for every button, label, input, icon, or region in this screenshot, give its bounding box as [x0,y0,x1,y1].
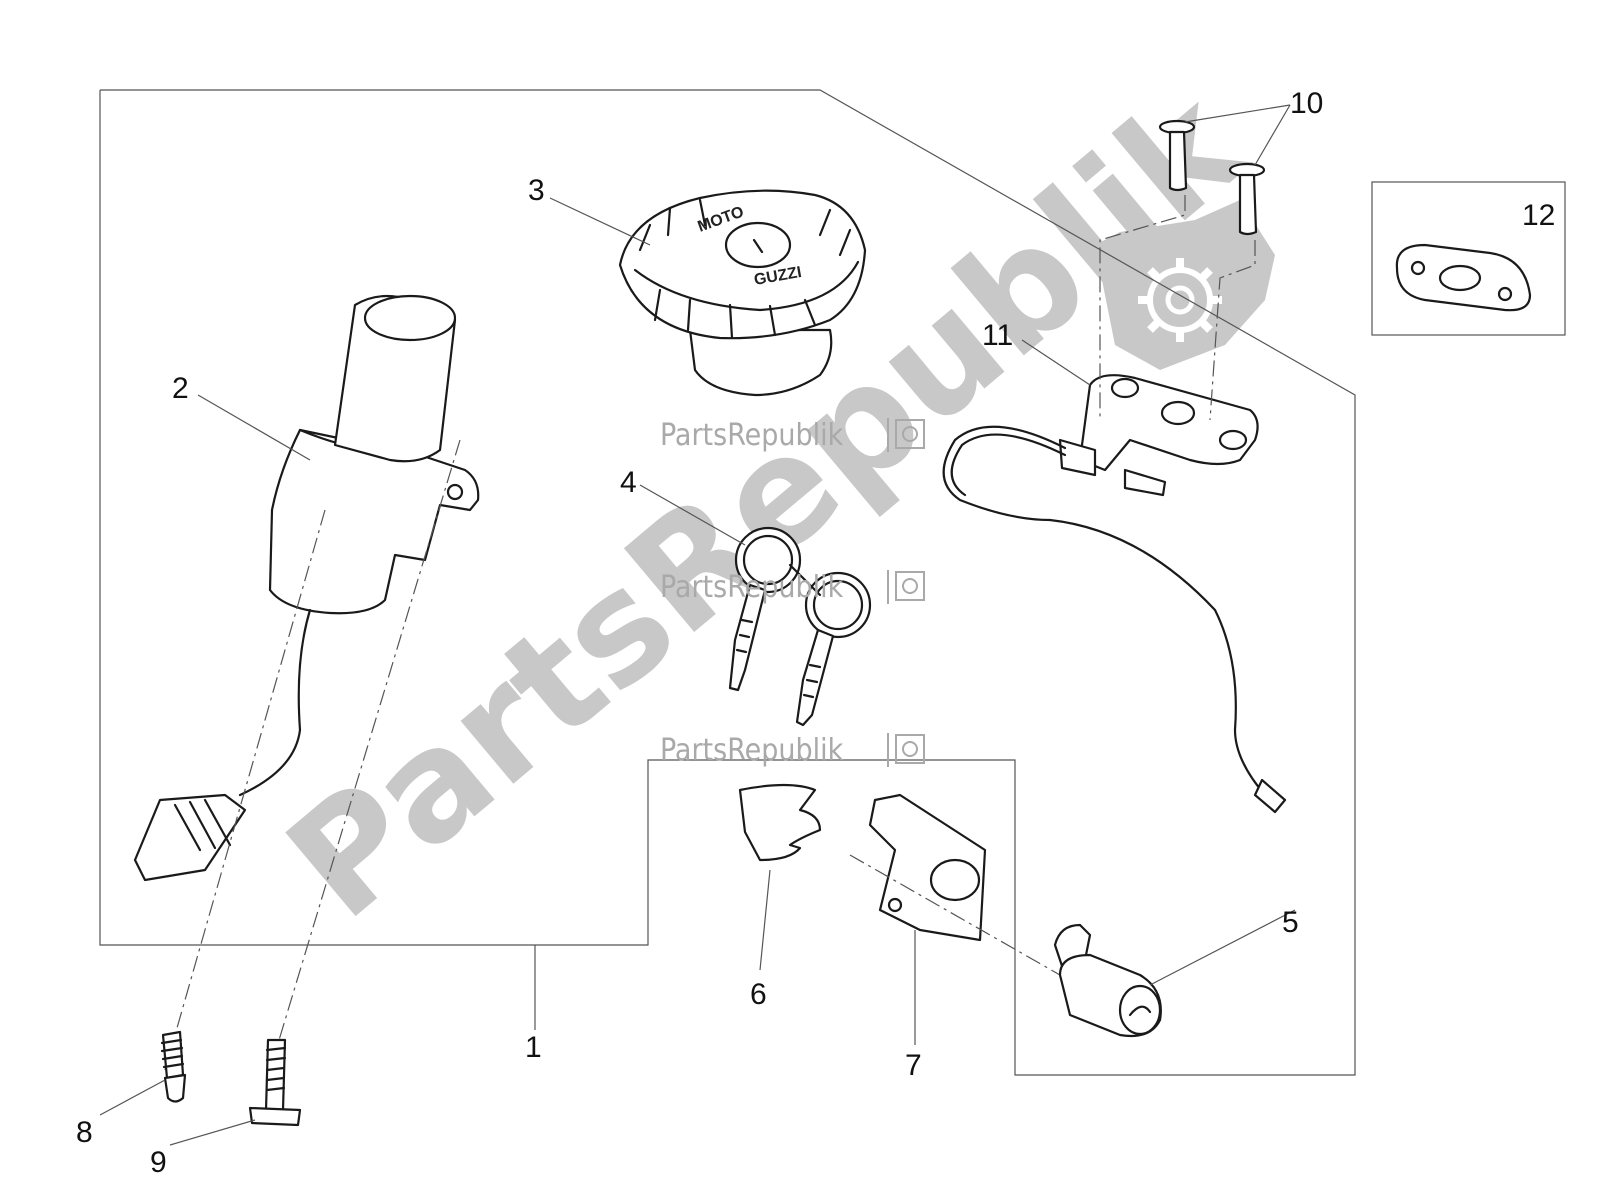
callout-7: 7 [905,1049,922,1082]
callout-5: 5 [1282,906,1299,939]
part-2-ignition-switch [133,294,480,882]
group-outline [99,89,1356,1076]
callout-11: 11 [982,319,1013,352]
part-7-bracket [868,793,987,942]
callout-2: 2 [172,372,189,405]
part-11-sensor [942,374,1287,814]
alignment-line-10b [1209,240,1256,421]
alignment-line-8 [164,509,326,1071]
watermark-text-1: PartsRepublik [660,418,844,453]
leader-lines [99,104,1296,1146]
gear-icon [1138,258,1222,342]
gear-icon [895,571,925,601]
callout-6: 6 [750,978,767,1011]
part-4-keys [728,526,872,727]
callout-8: 8 [76,1116,93,1149]
callout-9: 9 [150,1146,167,1179]
callout-1: 1 [525,1031,542,1064]
callout-4: 4 [620,466,637,499]
part-12-inset [1371,181,1566,336]
watermark-shield-icon [1095,200,1275,370]
part-6-clip [738,783,822,862]
watermark-small-3: PartsRepublik [660,733,925,768]
alignment-line-10a [1099,195,1186,420]
watermark-text-2: PartsRepublik [660,570,844,605]
gear-icon [895,734,925,764]
watermark-small-2: PartsRepublik [660,570,925,605]
part-10-screws [1158,119,1266,236]
callout-labels: 1 2 3 4 5 6 7 8 9 10 11 12 [76,87,1555,1179]
part-8-stud [160,1030,187,1103]
callout-3: 3 [528,174,545,207]
part-3-fuel-cap: MOTO GUZZI [618,189,867,397]
alignment-line-9 [269,439,461,1071]
alignment-line-5 [849,854,1061,976]
part-9-bolt [248,1038,302,1127]
gear-icon [895,419,925,449]
callout-10: 10 [1290,87,1323,120]
part-5-lock [1053,923,1162,1038]
callout-12: 12 [1522,199,1555,232]
watermark-text-3: PartsRepublik [660,733,844,768]
watermark-small-1: PartsRepublik [660,418,925,453]
